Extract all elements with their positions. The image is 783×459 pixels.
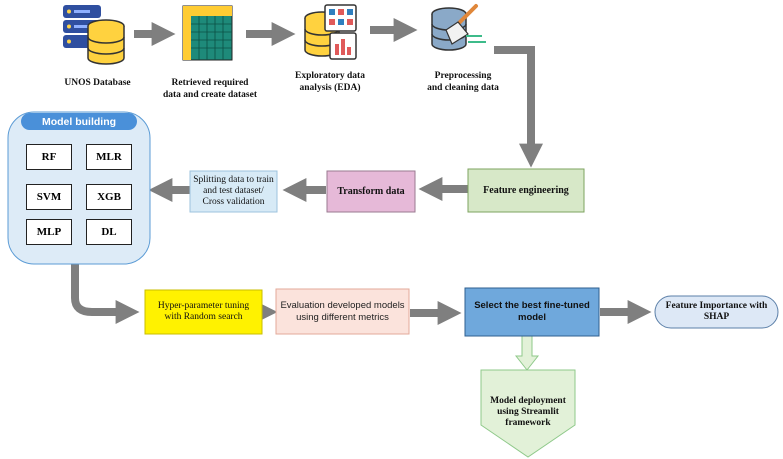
select-box-shape — [464, 287, 600, 337]
hyper-box-shape — [144, 289, 263, 335]
model-rf: RF — [26, 144, 72, 170]
model-building-title: Model building — [41, 115, 117, 128]
model-svm: SVM — [26, 184, 72, 210]
data-analysis-icon — [304, 4, 357, 60]
model-building-title-pill — [21, 113, 137, 130]
arrow-select-to-deployment — [514, 335, 540, 371]
transform-data-box: Transform data — [337, 186, 405, 197]
model-mlr: MLR — [86, 144, 132, 170]
arrow-model-to-hyper — [71, 262, 140, 324]
feature-engineering-box: Feature engineering — [483, 185, 569, 196]
spreadsheet-icon — [182, 5, 233, 61]
arrow-preprocessing-to-feature — [494, 46, 543, 168]
model-dl: DL — [86, 219, 132, 245]
splitting-box-shape — [189, 170, 278, 213]
model-xgb: XGB — [86, 184, 132, 210]
deployment-shape — [480, 369, 576, 458]
evaluation-box-shape — [275, 288, 410, 335]
database-server-icon — [63, 5, 125, 65]
importance-box-shape — [654, 295, 779, 329]
data-cleaning-icon — [431, 4, 486, 51]
feature-box-shape — [467, 168, 585, 213]
model-mlp: MLP — [26, 219, 72, 245]
unos-label: UNOS Database — [64, 78, 131, 88]
transform-box-shape — [326, 170, 416, 213]
